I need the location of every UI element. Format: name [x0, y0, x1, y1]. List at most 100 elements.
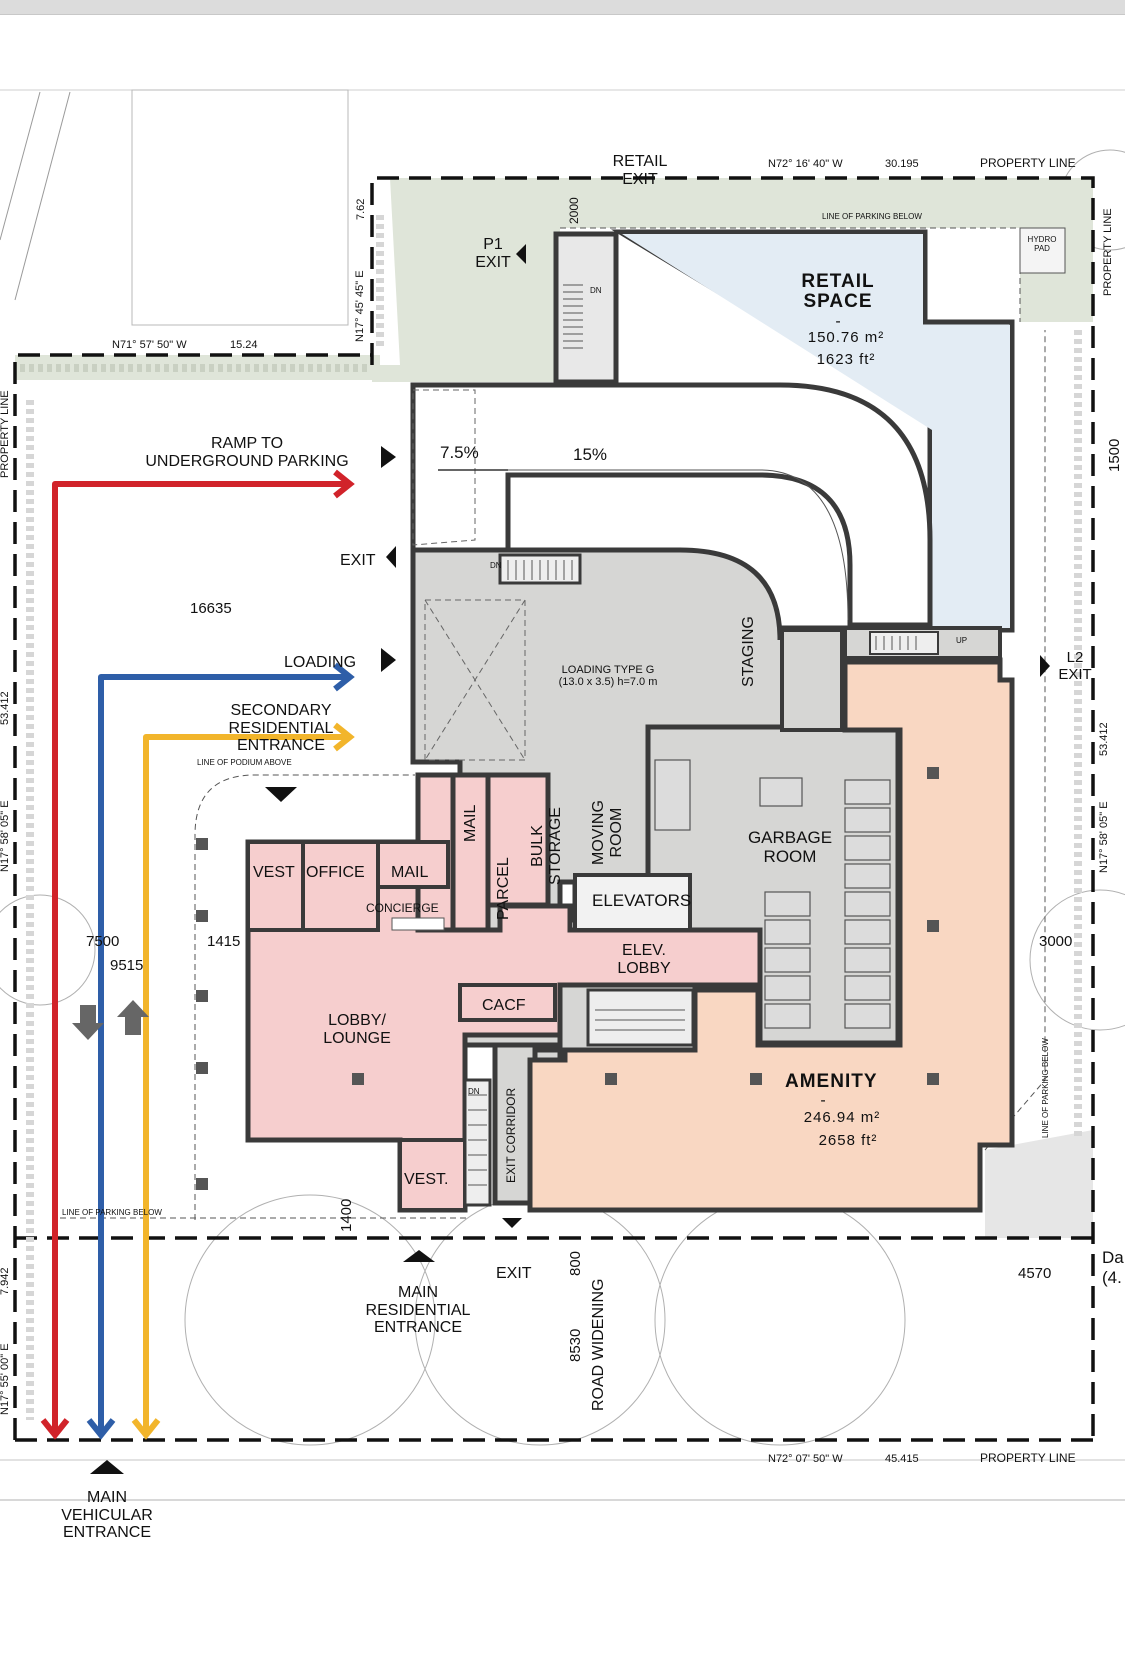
right-distance: 53.412	[1098, 722, 1110, 756]
retail-label-1: RETAIL	[801, 271, 875, 292]
landscape-areas	[15, 178, 1093, 1238]
dim-1415: 1415	[207, 933, 241, 950]
main-veh-label-1: MAIN	[86, 1489, 127, 1506]
dim-9515: 9515	[110, 957, 144, 974]
moving-label-1: MOVING	[590, 800, 607, 865]
dim-800: 800	[567, 1250, 584, 1276]
bottom-distance: 45.415	[885, 1453, 919, 1465]
secondary-label-3: ENTRANCE	[236, 737, 326, 755]
loading-zone	[424, 599, 526, 761]
mail-tall-label: MAIL	[462, 804, 479, 842]
columns	[196, 767, 939, 1190]
elevators-label: ELEVATORS	[592, 891, 692, 910]
concierge-label: CONCIERGE	[366, 901, 439, 915]
property-line-top: PROPERTY LINE	[980, 156, 1076, 170]
secondary-label-2: RESIDENTIAL	[228, 719, 334, 737]
cacf-label: CACF	[482, 997, 526, 1014]
lobby-label-2: LOUNGE	[323, 1029, 391, 1047]
retail-label-2: SPACE	[803, 290, 873, 312]
stair-dn-south: DN	[468, 1087, 480, 1096]
exit-corridor-label: EXIT CORRIDOR	[504, 1087, 518, 1183]
elev-lobby-label-1: ELEV.	[622, 942, 666, 959]
west-distance: 15.24	[230, 339, 258, 351]
exit-south-label: EXIT	[496, 1265, 532, 1282]
lobby-label-1: LOBBY/	[328, 1012, 386, 1029]
inner-distance: 7.62	[355, 198, 367, 220]
left-distance: 53.412	[0, 691, 11, 725]
dim-16635: 16635	[190, 600, 232, 617]
retail-exit-label-2: EXIT	[622, 170, 658, 188]
lobby-area	[245, 772, 763, 1213]
moving-label-2: ROOM	[607, 807, 625, 858]
hydro-pad	[1019, 227, 1066, 274]
partial-right-2: (4.	[1102, 1268, 1122, 1288]
property-line-left: PROPERTY LINE	[0, 390, 11, 478]
retail-area-ft: 1623 ft²	[816, 351, 876, 368]
main-res-label-2: RESIDENTIAL	[365, 1301, 471, 1319]
staging-label: STAGING	[740, 616, 757, 687]
line-of-parking-bottom: LINE OF PARKING BELOW	[62, 1208, 162, 1217]
traffic-arrows	[72, 1000, 149, 1040]
line-of-parking-right: LINE OF PARKING BELOW	[1041, 1038, 1050, 1138]
bulk-label-1: BULK	[529, 825, 546, 867]
bulk-label-2: STORAGE	[546, 807, 564, 885]
window-top-bar	[0, 0, 1125, 15]
loading-label: LOADING	[284, 654, 357, 671]
amenity-room	[527, 659, 1015, 1213]
hedge-texture	[20, 215, 1082, 1420]
arrowheads	[40, 469, 355, 1440]
loading-room-line-2: (13.0 x 3.5) h=7.0 m	[558, 676, 658, 689]
partial-right-1: Da	[1102, 1248, 1124, 1267]
exit-ramp-label: EXIT	[340, 552, 376, 569]
p1-exit-label-1: P1	[483, 236, 503, 253]
main-veh-label-3: ENTRANCE	[62, 1524, 152, 1542]
line-of-parking-top: LINE OF PARKING BELOW	[822, 212, 922, 221]
p1-exit-label-2: EXIT	[475, 253, 511, 271]
stair-core-north	[553, 231, 619, 385]
ramp-label-2: UNDERGROUND PARKING	[145, 452, 349, 470]
retail-area-m: 150.76 m²	[807, 329, 885, 346]
parking-ramp	[410, 382, 933, 628]
lower-left-bearing: N17° 55' 00" E	[0, 1343, 11, 1415]
garbage-label-1: GARBAGE	[747, 828, 833, 847]
l2-exit-label-2: EXIT	[1058, 665, 1092, 683]
parcel-label: PARCEL	[495, 857, 512, 920]
top-bearing: N72° 16' 40" W	[768, 158, 843, 170]
retail-dash: -	[835, 313, 841, 330]
garbage-label-2: ROOM	[763, 846, 817, 866]
loading-room-line-1: LOADING TYPE G	[561, 664, 655, 676]
dim-8530: 8530	[567, 1328, 584, 1362]
retail-exit-label-1: RETAIL	[612, 153, 668, 170]
garbage-bins	[654, 759, 891, 1029]
line-of-podium-label: LINE OF PODIUM ABOVE	[197, 758, 292, 767]
top-distance: 30.195	[885, 158, 919, 170]
ramp-slope-1: 7.5%	[440, 443, 479, 462]
main-res-label-1: MAIN	[397, 1284, 438, 1301]
ramp-slope-2: 15%	[573, 445, 608, 464]
property-lines	[13, 176, 1095, 1442]
property-line-bottom: PROPERTY LINE	[980, 1451, 1076, 1465]
dim-7500: 7500	[86, 933, 120, 950]
dim-1400: 1400	[338, 1198, 355, 1232]
vest-bottom-label: VEST.	[404, 1171, 449, 1188]
lower-left-distance: 7.942	[0, 1267, 11, 1295]
west-bearing: N71° 57' 50" W	[112, 339, 187, 351]
hydro-label-2: PAD	[1034, 243, 1050, 253]
amenity-label: AMENITY	[785, 1071, 878, 1092]
ramp-label-1: RAMP TO	[210, 435, 284, 452]
mail-label: MAIL	[391, 864, 429, 881]
retail-space-fill	[622, 234, 1010, 628]
route-arrows	[52, 481, 348, 1435]
stair-cores	[463, 553, 939, 1207]
main-res-label-3: ENTRANCE	[373, 1319, 463, 1337]
stair-dn-mid: DN	[490, 561, 502, 570]
dim-3000: 3000	[1039, 933, 1073, 950]
amenity-area-ft: 2658 ft²	[818, 1132, 878, 1149]
property-line-right: PROPERTY LINE	[1102, 208, 1114, 296]
dim-1500: 1500	[1106, 438, 1123, 472]
entrance-markers	[90, 244, 1050, 1474]
office-label: OFFICE	[306, 864, 365, 881]
bottom-bearing: N72° 07' 50" W	[768, 1453, 843, 1465]
dim-2000: 2000	[567, 197, 581, 224]
